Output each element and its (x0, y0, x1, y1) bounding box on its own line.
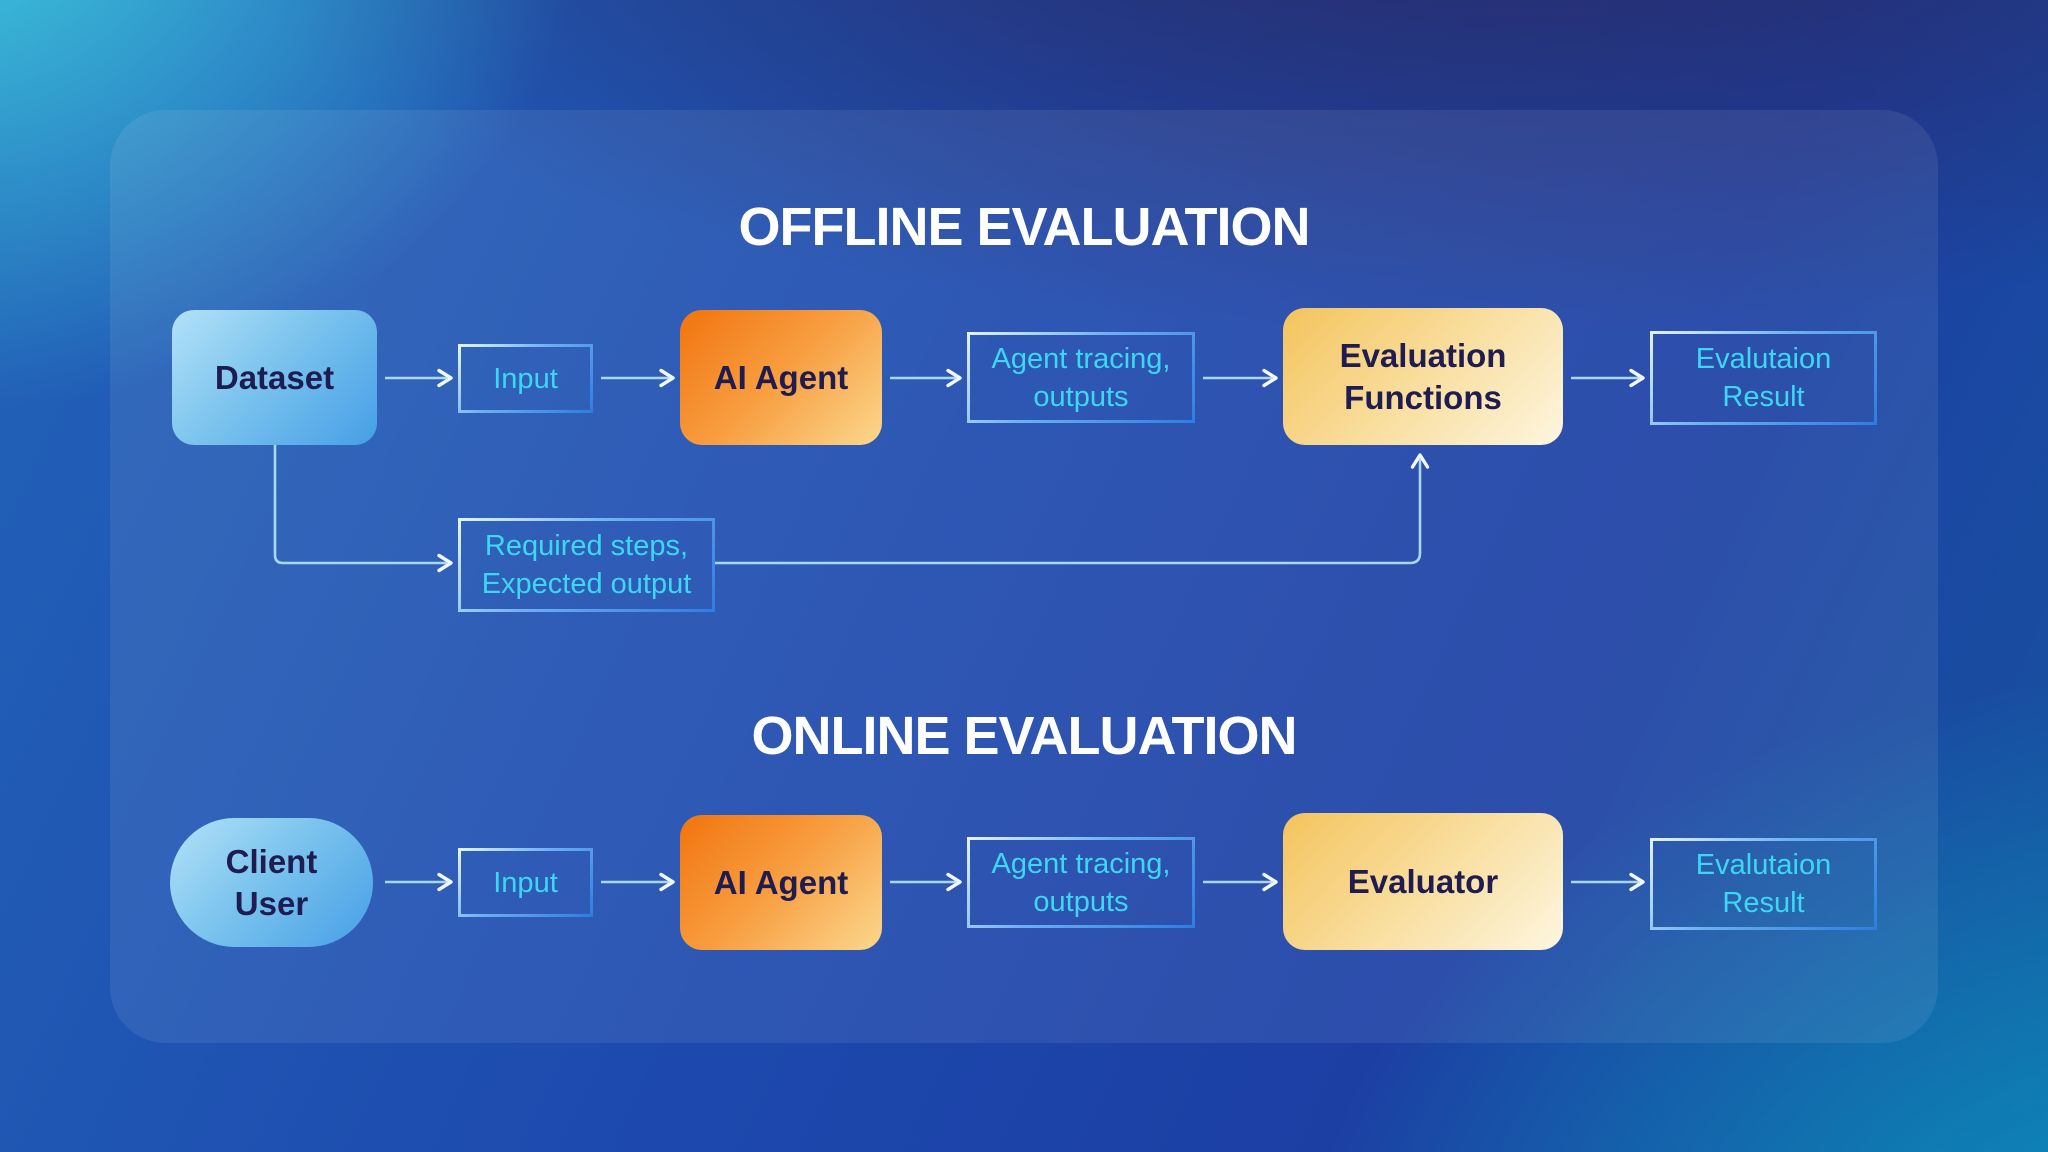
evaluator-label: Evaluator (1347, 862, 1499, 900)
ai-agent-node-offline: AI Agent (680, 310, 882, 445)
required-steps-node: Required steps, Expected output (458, 518, 715, 612)
evaluation-result-node-online: Evalutaion Result (1650, 838, 1877, 930)
evaluation-result-label-online: Evalutaion Result (1695, 849, 1832, 919)
input-label-offline: Input (493, 362, 558, 395)
dataset-node: Dataset (172, 310, 377, 445)
client-user-node: Client User (170, 818, 373, 947)
client-user-label: Client User (225, 842, 318, 922)
agent-tracing-label-online: Agent tracing, outputs (991, 847, 1171, 918)
agent-tracing-node-online: Agent tracing, outputs (967, 837, 1195, 928)
input-label-online: Input (493, 866, 558, 899)
agent-tracing-label-offline: Agent tracing, outputs (991, 342, 1171, 413)
evaluation-result-label-offline: Evalutaion Result (1695, 343, 1832, 413)
required-steps-label: Required steps, Expected output (481, 530, 692, 600)
offline-evaluation-title: OFFLINE EVALUATION (738, 197, 1311, 257)
ai-agent-node-online: AI Agent (680, 815, 882, 950)
online-evaluation-title: ONLINE EVALUATION (751, 706, 1298, 766)
evaluator-node: Evaluator (1283, 813, 1563, 950)
ai-agent-label-online: AI Agent (713, 863, 849, 901)
evaluation-result-node-offline: Evalutaion Result (1650, 331, 1877, 425)
dataset-label: Dataset (214, 358, 335, 396)
evaluation-functions-label: Evaluation Functions (1339, 336, 1507, 416)
evaluation-functions-node: Evaluation Functions (1283, 308, 1563, 445)
ai-agent-label-offline: AI Agent (713, 358, 849, 396)
input-node-offline: Input (458, 344, 593, 413)
agent-tracing-node-offline: Agent tracing, outputs (967, 332, 1195, 423)
input-node-online: Input (458, 848, 593, 917)
